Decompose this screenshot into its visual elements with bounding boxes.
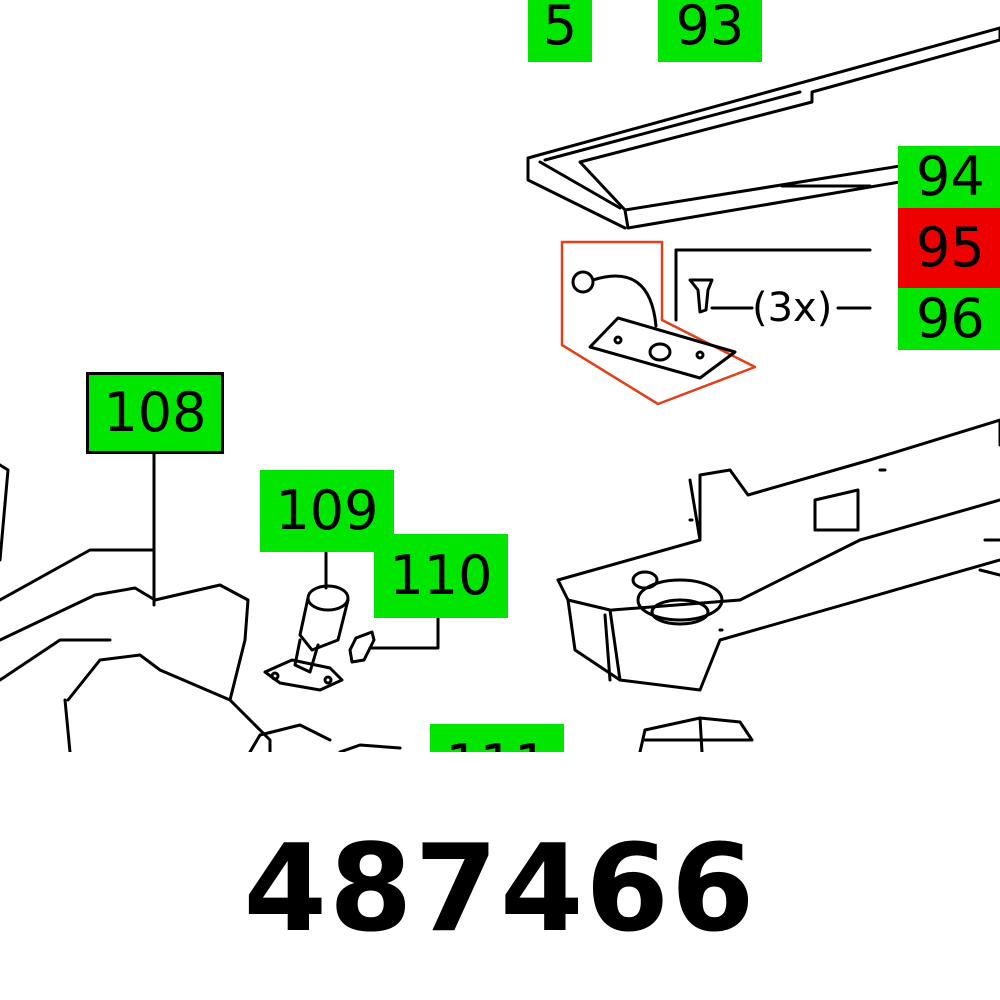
callout-108-label: 108 [103, 381, 207, 444]
screw-part [688, 278, 872, 314]
callout-109-label: 109 [275, 479, 379, 542]
callout-96[interactable]: 96 [898, 288, 1000, 350]
callout-93-label: 93 [675, 0, 745, 57]
switch-plate-part [560, 240, 872, 406]
callout-94-label: 94 [916, 145, 985, 208]
rail-plate-part [526, 26, 1000, 230]
callout-109[interactable]: 109 [260, 470, 394, 552]
exploded-view-svg [0, 26, 1000, 752]
housing-part [0, 450, 402, 752]
callout-95[interactable]: 95 [898, 208, 1000, 288]
callout-111[interactable]: 111 [430, 724, 564, 752]
callout-5[interactable]: 5 [528, 0, 592, 62]
exploded-view-drawing: 5 93 94 95 96 108 109 110 111 (3x) [0, 0, 1000, 752]
part-number: 487466 [243, 820, 757, 959]
callout-93[interactable]: 93 [658, 0, 762, 62]
callout-110[interactable]: 110 [374, 534, 508, 618]
callout-95-label: 95 [916, 216, 985, 279]
quantity-note: (3x) [752, 285, 833, 331]
base-frame-part [556, 418, 1000, 752]
callout-108[interactable]: 108 [86, 372, 224, 454]
callout-94[interactable]: 94 [898, 146, 1000, 208]
knob-part [263, 550, 350, 692]
callout-96-label: 96 [916, 287, 985, 350]
callout-110-label: 110 [389, 544, 493, 607]
small-screw-part [348, 616, 440, 664]
callout-5-label: 5 [542, 0, 578, 57]
callout-111-label: 111 [445, 738, 548, 753]
